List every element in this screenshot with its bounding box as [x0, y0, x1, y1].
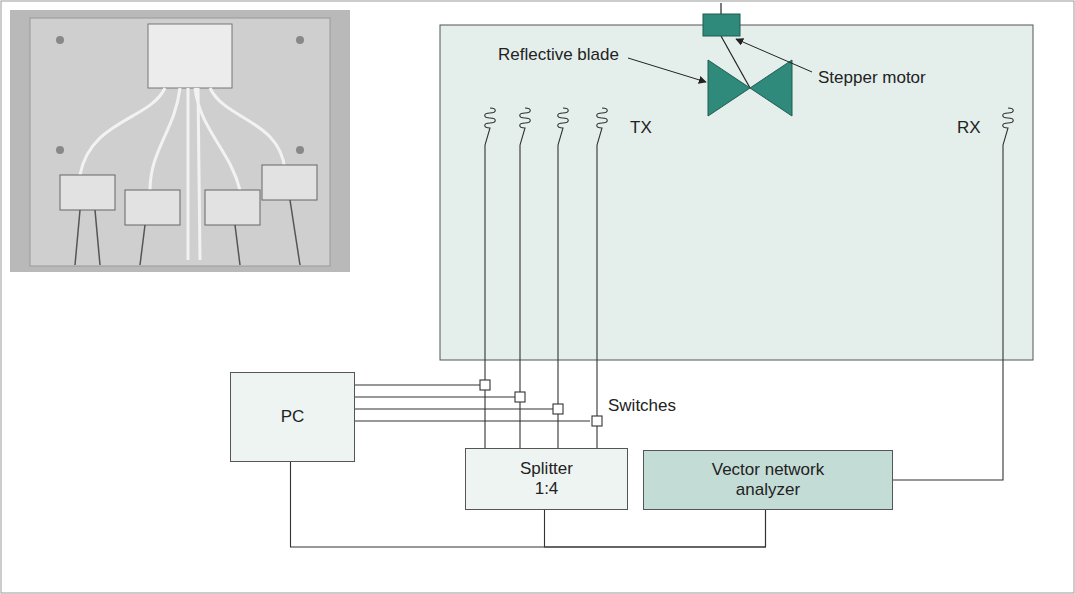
control-line	[355, 384, 480, 385]
switch-symbol	[480, 380, 490, 390]
photo-screw	[56, 146, 64, 154]
leader-line	[736, 39, 812, 72]
photo-screw	[56, 36, 64, 44]
chamber	[440, 25, 1033, 360]
tx-antenna	[597, 108, 608, 448]
switches	[480, 380, 602, 426]
computer-box: PC	[230, 372, 355, 462]
node-label: Vector network analyzer	[693, 460, 843, 501]
part-label: Stepper motor	[818, 68, 926, 88]
photo-screw	[296, 146, 304, 154]
photo-ground	[10, 10, 350, 272]
photo-switch	[60, 175, 115, 210]
photo-switch	[125, 190, 180, 225]
stepper-motor	[703, 14, 740, 36]
node-label: PC	[281, 407, 305, 427]
photo-switch	[205, 190, 260, 225]
motor-shaft	[720, 3, 721, 14]
control-line	[355, 420, 590, 421]
antenna-label: TX	[630, 118, 652, 138]
switch-symbol	[553, 404, 563, 414]
part-label: Reflective blade	[498, 45, 619, 65]
photo-splitter	[148, 24, 232, 88]
photo-cables	[80, 88, 285, 260]
switch-symbol	[592, 416, 602, 426]
leader-line	[628, 58, 706, 82]
photo-screw	[296, 36, 304, 44]
splitter-box: Splitter 1:4	[465, 448, 628, 510]
connector	[545, 510, 766, 547]
photo-switch	[262, 165, 317, 200]
part-label: Switches	[608, 396, 676, 416]
rx-antenna	[893, 108, 1013, 480]
control-lines	[355, 385, 590, 421]
photo-plate	[30, 18, 330, 266]
analyzer-box: Vector network analyzer	[643, 450, 893, 510]
antennas	[485, 108, 1014, 480]
control-line	[355, 396, 515, 397]
antenna-label: RX	[957, 118, 981, 138]
node-label: Splitter 1:4	[507, 459, 587, 500]
control-line	[355, 408, 553, 409]
tx-antenna	[558, 108, 569, 448]
reflective-blade	[708, 60, 792, 116]
photo-wires	[75, 200, 300, 265]
switch-symbol	[515, 392, 525, 402]
photo	[10, 10, 350, 272]
